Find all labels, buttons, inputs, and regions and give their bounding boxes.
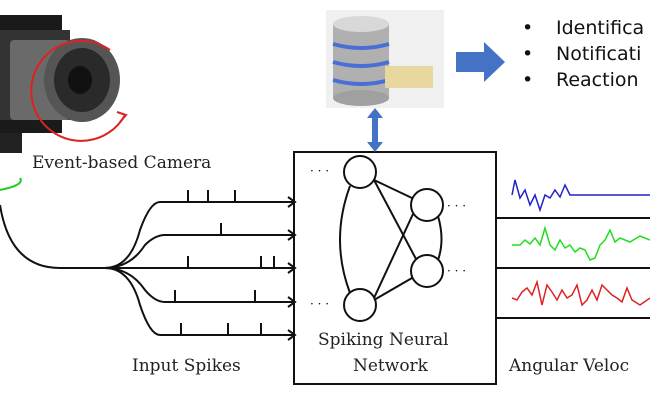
svg-text:· · ·: · · · <box>447 199 466 213</box>
snn-label-line1: Spiking Neural <box>318 330 449 350</box>
snn-label-line2: Network <box>353 356 428 376</box>
signal-red <box>511 279 650 307</box>
green-motion-icon <box>0 177 22 191</box>
input-spikes-label: Input Spikes <box>132 356 241 376</box>
signal-green <box>512 225 650 261</box>
snn-neurons <box>343 155 444 322</box>
svg-text:· · ·: · · · <box>310 164 329 178</box>
svg-text:· · ·: · · · <box>447 264 466 278</box>
camera-icon <box>0 15 120 153</box>
output-lines <box>496 217 650 319</box>
database-icon <box>326 10 444 108</box>
bullet-item: •Notificati <box>522 43 642 65</box>
db-snn-double-arrow <box>367 108 383 152</box>
signal-blue <box>511 179 650 213</box>
output-bullet-list: •Identifica •Notificati •Reaction <box>522 15 644 93</box>
rotation-arrow-icon <box>30 39 126 142</box>
output-arrow <box>456 42 505 82</box>
bullet-item: •Reaction <box>522 69 639 91</box>
input-spike-lines <box>0 190 297 341</box>
svg-text:· · ·: · · · <box>310 297 329 311</box>
angular-velocity-label: Angular Veloc <box>509 356 630 376</box>
camera-label: Event-based Camera <box>32 153 212 173</box>
bullet-item: •Identifica <box>522 17 645 39</box>
